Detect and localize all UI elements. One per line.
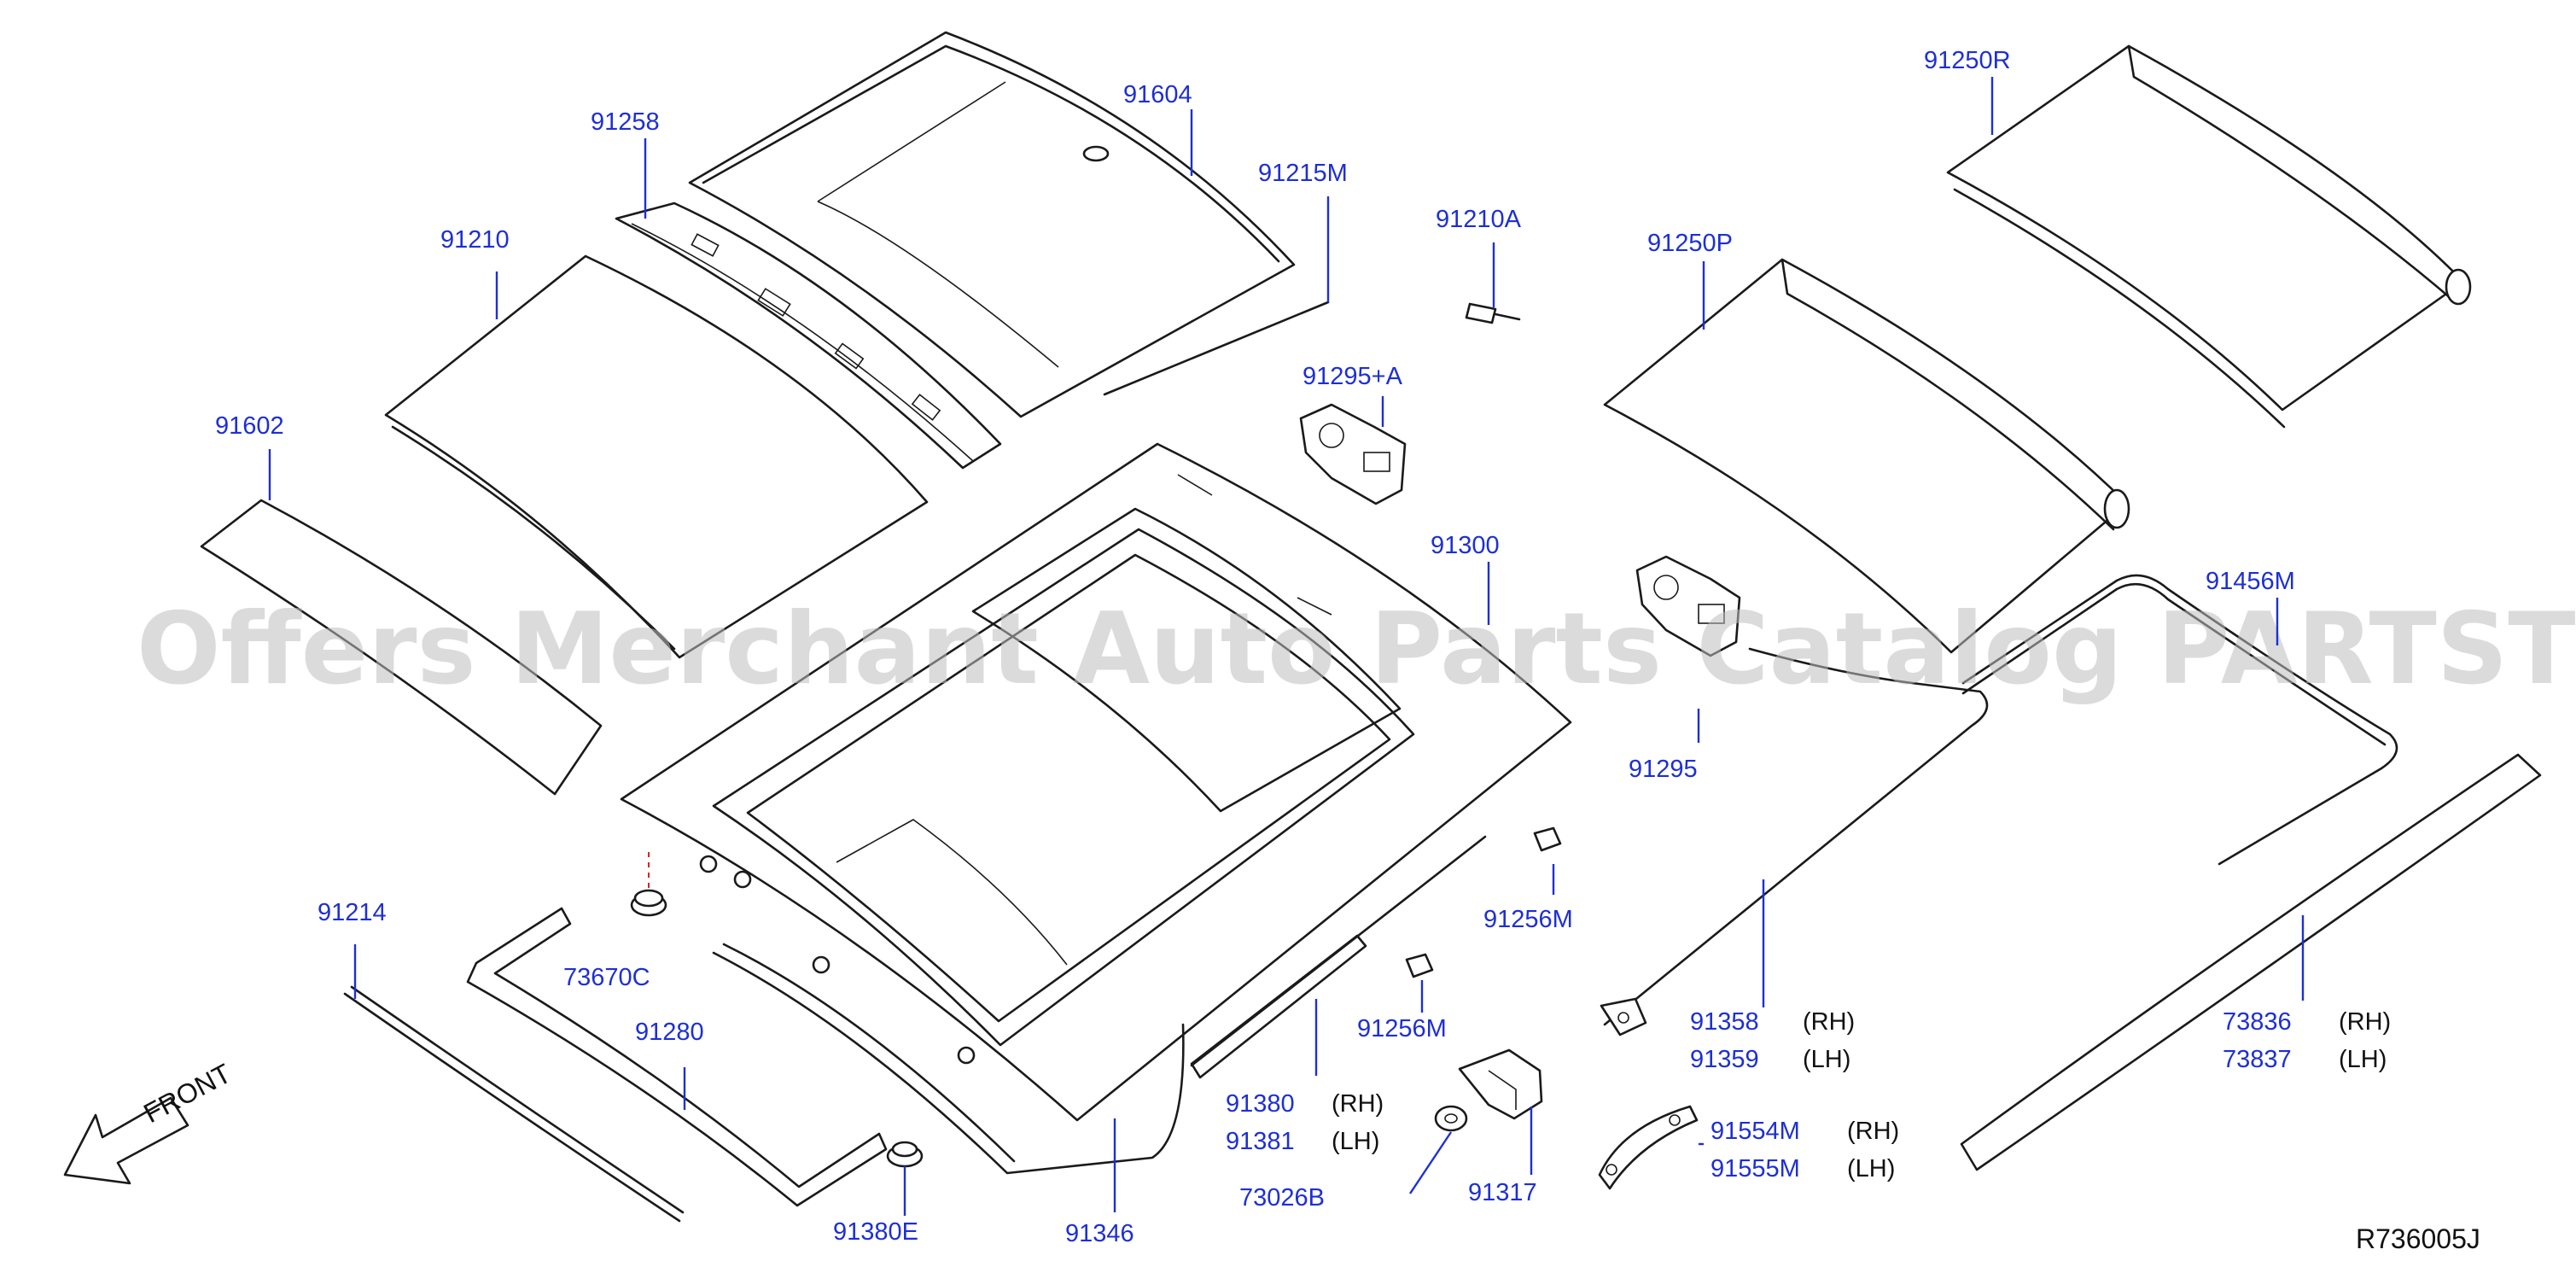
- part-73836-73837-molding[interactable]: [1960, 753, 2542, 1171]
- part-91256M-clip-lower[interactable]: [1405, 953, 1434, 978]
- part-91250P-shade[interactable]: [1603, 258, 2130, 654]
- part-91380-91381-rail[interactable]: [1190, 835, 1487, 1079]
- callout-91346[interactable]: 91346: [1065, 1220, 1134, 1247]
- part-91214-strip[interactable]: [343, 985, 685, 1223]
- callout-91358[interactable]: 91358: [1690, 1008, 1759, 1036]
- callout-91215M[interactable]: 91215M: [1258, 160, 1348, 187]
- part-91554M-91555M-link[interactable]: [1598, 1105, 1699, 1190]
- leader-lines: [268, 77, 2305, 1216]
- label-91554M-rh: (RH): [1847, 1118, 1899, 1145]
- part-91380E-grommet[interactable]: [886, 1141, 924, 1168]
- callout-73026B[interactable]: 73026B: [1239, 1184, 1325, 1212]
- callout-91604[interactable]: 91604: [1123, 81, 1192, 108]
- callout-91602[interactable]: 91602: [215, 412, 284, 440]
- label-91358-rh: (RH): [1803, 1008, 1855, 1036]
- label-91381-lh: (LH): [1332, 1128, 1379, 1155]
- callout-73836[interactable]: 73836: [2223, 1008, 2292, 1036]
- callout-91214[interactable]: 91214: [318, 899, 387, 926]
- part-91210A-bolt[interactable]: [1465, 302, 1521, 324]
- label-91380-rh: (RH): [1332, 1090, 1384, 1118]
- callout-91359[interactable]: 91359: [1690, 1046, 1759, 1073]
- label-73836-rh: (RH): [2339, 1008, 2391, 1036]
- part-91258-rail[interactable]: [615, 201, 1002, 470]
- front-arrow-icon: [63, 1096, 189, 1185]
- part-91346-seal[interactable]: [712, 943, 1185, 1175]
- part-91317-bracket[interactable]: [1458, 1048, 1543, 1120]
- label-91359-lh: (LH): [1803, 1046, 1850, 1073]
- callout-91210A[interactable]: 91210A: [1436, 206, 1522, 233]
- callout-91300[interactable]: 91300: [1431, 532, 1500, 559]
- part-91604-glass-lid[interactable]: [688, 31, 1330, 418]
- part-91602-deflector[interactable]: [200, 499, 603, 796]
- part-91295A-motor[interactable]: [1299, 403, 1407, 505]
- callout-91256M-lower[interactable]: 91256M: [1357, 1015, 1447, 1042]
- callout-91258[interactable]: 91258: [591, 108, 660, 136]
- part-73670C-nut[interactable]: [630, 852, 667, 917]
- part-91295-motor[interactable]: [1635, 555, 1741, 657]
- callout-91317[interactable]: 91317: [1468, 1179, 1537, 1206]
- callout-91380E[interactable]: 91380E: [833, 1218, 918, 1246]
- part-91358-91359-bracket[interactable]: [1600, 997, 1647, 1036]
- callout-91280[interactable]: 91280: [635, 1019, 704, 1046]
- callout-91295A[interactable]: 91295+A: [1303, 363, 1403, 390]
- callout-91380[interactable]: 91380: [1226, 1090, 1295, 1118]
- part-91250R-shade[interactable]: [1946, 44, 2472, 429]
- callout-91381[interactable]: 91381: [1226, 1128, 1295, 1155]
- diagram-ref: R736005J: [2356, 1223, 2480, 1254]
- callout-91250P[interactable]: 91250P: [1647, 230, 1733, 257]
- label-91555M-lh: (LH): [1847, 1155, 1895, 1182]
- part-91280-seal[interactable]: [466, 907, 888, 1207]
- callout-73837[interactable]: 73837: [2223, 1046, 2292, 1073]
- watermark-text: Offers Merchant Auto Parts Catalog PARTS…: [137, 592, 2576, 707]
- front-label: FRONT: [138, 1058, 236, 1130]
- callout-73670C[interactable]: 73670C: [563, 964, 650, 991]
- part-91256M-clip-upper[interactable]: [1533, 826, 1562, 852]
- callout-91555M[interactable]: 91555M: [1711, 1155, 1800, 1182]
- callout-91295[interactable]: 91295: [1629, 756, 1698, 783]
- callout-91256M-upper[interactable]: 91256M: [1483, 906, 1573, 933]
- callout-91554M[interactable]: 91554M: [1711, 1118, 1800, 1145]
- callout-91210[interactable]: 91210: [440, 226, 510, 254]
- callout-91456M[interactable]: 91456M: [2206, 568, 2295, 595]
- part-73026B-washer[interactable]: [1434, 1105, 1468, 1132]
- label-73837-lh: (LH): [2339, 1046, 2387, 1073]
- part-91300-frame[interactable]: [620, 442, 1572, 1122]
- part-91456M-cable[interactable]: [1603, 574, 2398, 1026]
- callout-91250R[interactable]: 91250R: [1924, 47, 2011, 74]
- part-91210-panel[interactable]: [384, 254, 929, 659]
